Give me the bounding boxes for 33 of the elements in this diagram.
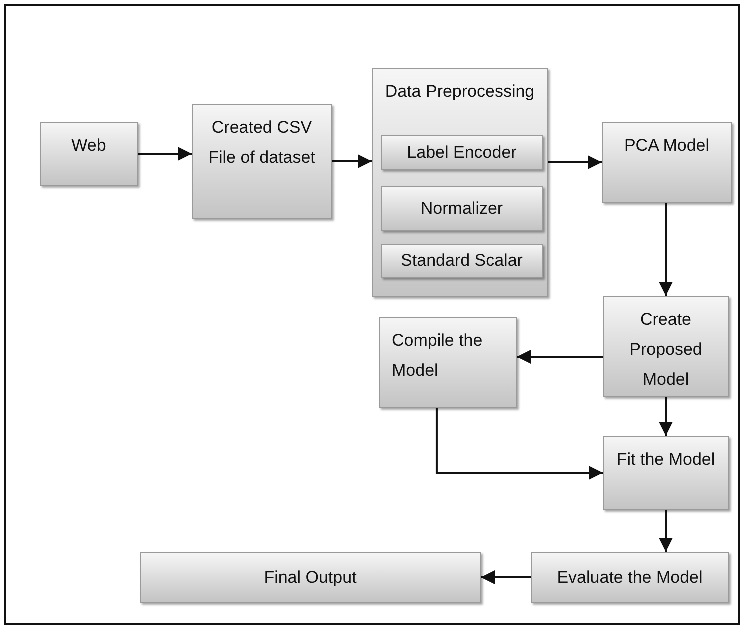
arrow <box>481 570 531 584</box>
box-label: Label Encoder <box>406 142 518 164</box>
box-label: Normalizer <box>420 198 504 220</box>
arrow <box>659 203 673 296</box>
box-label: Compile the Model <box>391 330 484 382</box>
box-label: Evaluate the Model <box>556 566 704 588</box>
process-box <box>381 244 543 278</box>
box-label: Created CSV File of dataset <box>208 117 316 169</box>
arrow <box>332 154 372 168</box>
box-label: PCA Model <box>623 135 711 157</box>
box-label: Web <box>70 135 108 157</box>
arrow <box>138 147 192 161</box>
process-box <box>603 296 729 397</box>
process-box <box>372 68 548 297</box>
process-box <box>531 552 729 603</box>
box-label: Create Proposed Model <box>628 309 704 391</box>
arrow <box>659 510 673 552</box>
arrow <box>436 408 603 480</box>
box-label: Final Output <box>263 566 358 588</box>
process-box <box>192 104 332 219</box>
arrow <box>517 350 603 364</box>
process-box <box>40 122 138 186</box>
process-box <box>140 552 481 603</box>
box-label: Standard Scalar <box>400 250 524 272</box>
process-box <box>603 436 729 510</box>
arrow <box>548 156 602 170</box>
process-box <box>381 186 543 231</box>
process-box <box>379 317 517 408</box>
box-label: Data Preprocessing <box>384 81 536 103</box>
process-box <box>602 122 732 203</box>
arrow <box>659 397 673 436</box>
box-label: Fit the Model <box>616 449 716 471</box>
process-box <box>381 135 543 170</box>
